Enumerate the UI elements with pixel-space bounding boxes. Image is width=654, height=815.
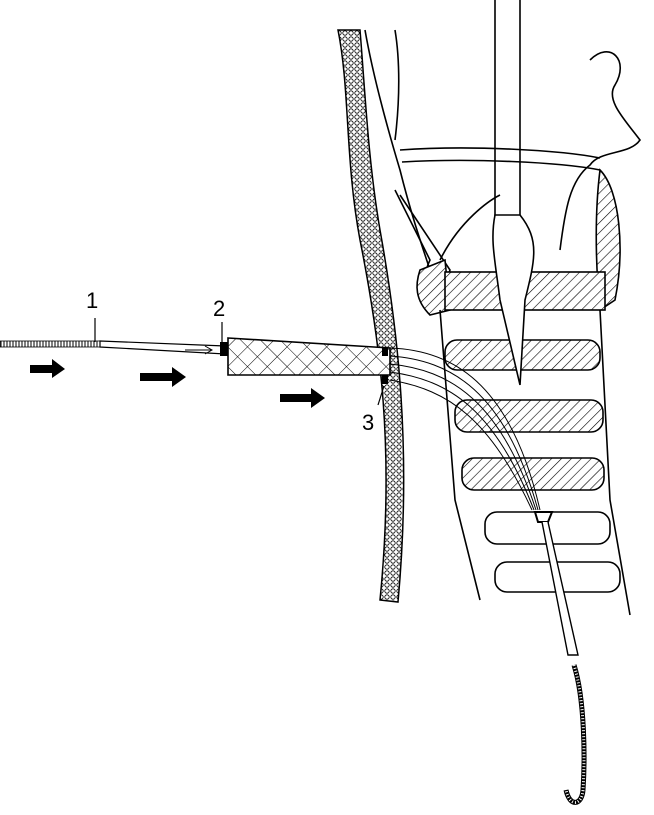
- label-3: 3: [362, 410, 375, 435]
- label-1: 1: [86, 288, 99, 313]
- label-2: 2: [213, 296, 226, 321]
- dilator-sheath: [227, 337, 587, 805]
- arrow-right-icon: [30, 359, 65, 378]
- leader-lines: [94, 318, 385, 406]
- guidewire-1: [0, 340, 228, 356]
- skin-layer: [337, 29, 405, 603]
- direction-arrows: [30, 359, 325, 408]
- endotracheal-tube: [492, 0, 535, 386]
- arrow-right-icon: [280, 388, 325, 408]
- trachea: [439, 309, 631, 616]
- arrow-right-icon: [140, 367, 186, 387]
